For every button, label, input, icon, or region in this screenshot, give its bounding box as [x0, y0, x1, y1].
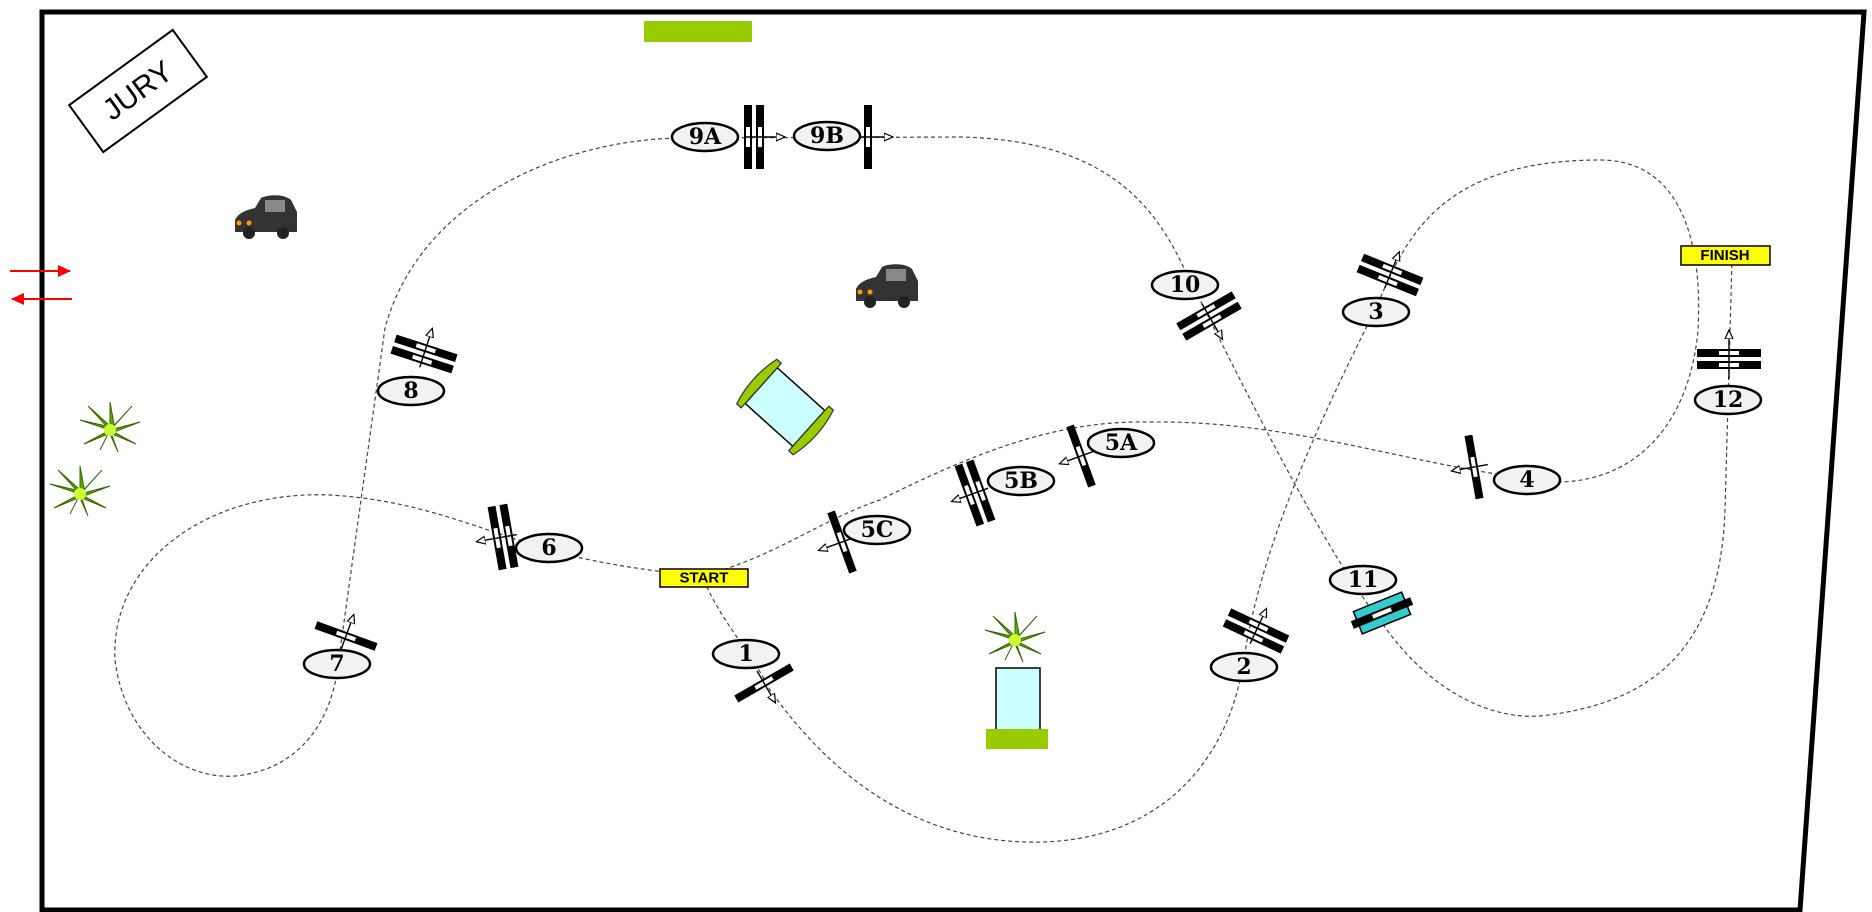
entrance-arrows: [10, 265, 72, 305]
label-12: 12: [1693, 384, 1763, 416]
label-3: 3: [1341, 296, 1411, 328]
jump-10: [1176, 291, 1242, 355]
label-5c: 5C: [842, 514, 912, 546]
finish-label: FINISH: [1700, 247, 1749, 264]
svg-text:3: 3: [1368, 299, 1383, 325]
jump-7: [314, 604, 378, 651]
label-7: 7: [302, 648, 372, 680]
svg-text:9B: 9B: [810, 123, 844, 149]
label-2: 2: [1209, 651, 1279, 683]
jump-3: [1356, 241, 1424, 297]
svg-text:5C: 5C: [861, 517, 894, 543]
svg-text:10: 10: [1170, 272, 1201, 298]
green-banner: [644, 21, 752, 42]
bridge-obstacle: [735, 358, 835, 456]
jump-9a: [744, 105, 784, 169]
jury-box: JURY: [67, 28, 209, 154]
svg-text:9A: 9A: [689, 124, 722, 150]
svg-text:2: 2: [1236, 654, 1251, 680]
svg-text:5A: 5A: [1105, 430, 1138, 456]
label-10: 10: [1150, 269, 1220, 301]
jump-6: [472, 503, 519, 571]
jump-5a: [1049, 424, 1096, 488]
svg-text:6: 6: [541, 535, 556, 561]
label-6: 6: [514, 532, 584, 564]
svg-text:11: 11: [1348, 567, 1379, 593]
label-5b: 5B: [986, 465, 1056, 497]
car-icon: [856, 264, 918, 308]
jump-5b: [942, 459, 996, 527]
jump-4: [1447, 434, 1488, 500]
label-4: 4: [1492, 464, 1562, 496]
svg-text:7: 7: [329, 651, 344, 677]
label-5a: 5A: [1086, 427, 1156, 459]
start-label: START: [680, 570, 729, 587]
label-8: 8: [376, 375, 446, 407]
jump-1: [734, 663, 794, 718]
finish-box: FINISH: [1680, 245, 1771, 266]
label-1: 1: [711, 638, 781, 670]
water-obstacle: [1350, 591, 1414, 635]
svg-text:12: 12: [1713, 387, 1744, 413]
label-9a: 9A: [670, 121, 740, 153]
svg-text:4: 4: [1519, 467, 1534, 493]
label-9b: 9B: [792, 120, 862, 152]
svg-text:5B: 5B: [1004, 468, 1038, 494]
svg-text:1: 1: [738, 641, 753, 667]
start-box: START: [659, 568, 749, 588]
jump-9b: [860, 105, 892, 169]
svg-text:8: 8: [403, 378, 418, 404]
bush-icon: [49, 465, 111, 517]
bush-icon: [79, 401, 141, 453]
jump-12: [1697, 331, 1761, 379]
jump-8: [390, 319, 458, 374]
wall-obstacle: [986, 667, 1048, 749]
bush-icon: [984, 611, 1046, 663]
car-icon: [235, 195, 297, 239]
course-path: [114, 136, 1733, 843]
jump-2: [1222, 596, 1290, 654]
jump-5c: [809, 510, 857, 574]
arena-border: [39, 9, 1867, 912]
label-11: 11: [1328, 564, 1398, 596]
